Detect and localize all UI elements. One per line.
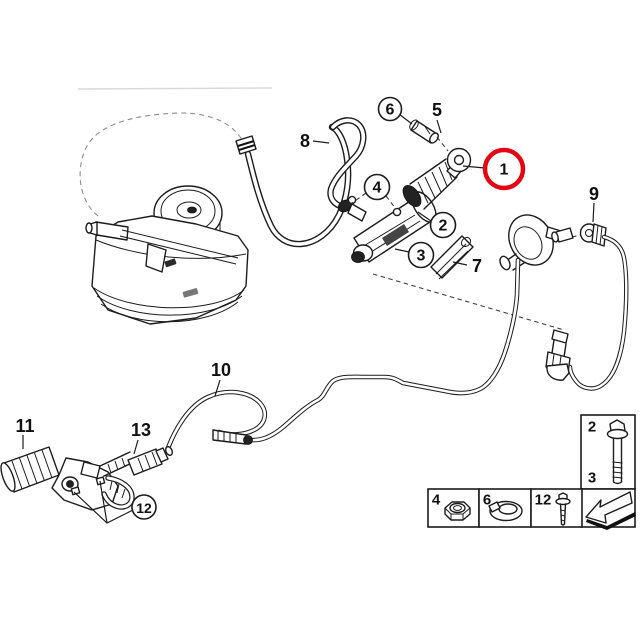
hose-clamp-upper	[95, 476, 106, 486]
hose-clamp-icon	[488, 500, 523, 522]
callout-2-number[interactable]: 2	[439, 218, 448, 235]
callout-6[interactable]: 6	[377, 96, 403, 122]
flange-screw-icon	[555, 492, 571, 526]
pressure-hose-right	[567, 234, 629, 391]
callout-1-red-ring[interactable]	[482, 147, 526, 191]
slave-body	[51, 457, 119, 511]
callout-5-number[interactable]: 5	[432, 100, 442, 120]
clevis	[446, 147, 472, 179]
piston-detail	[382, 224, 409, 246]
pipe-coupling-stub	[212, 429, 253, 445]
callout-6-number[interactable]: 6	[386, 102, 395, 119]
slave-cylinder-11	[0, 446, 135, 511]
callout-13-number[interactable]: 13	[131, 420, 151, 440]
pipe-alignment-dash	[372, 273, 565, 331]
legend: 2 3 4 6	[427, 414, 636, 530]
callout-1-number[interactable]: 1	[500, 162, 509, 179]
callout-4[interactable]: 4	[363, 173, 391, 201]
callout-4-number[interactable]: 4	[373, 180, 382, 197]
faint-streak	[77, 87, 273, 90]
tank-bracket	[119, 229, 239, 265]
union-fitting-9	[579, 223, 607, 247]
routing-construction-line	[79, 112, 244, 217]
legend-nut-label: 4	[432, 492, 441, 509]
bulkhead-grommet	[499, 214, 562, 271]
legend-clamp-label: 6	[483, 492, 491, 509]
legend-bolt-bottom-label: 3	[588, 470, 596, 487]
mounting-stud-left	[347, 195, 357, 205]
cap-center-mark	[187, 206, 197, 214]
fluid-reservoir	[85, 185, 249, 325]
supply-hose-8	[235, 117, 367, 248]
mounting-stud-right	[392, 207, 402, 217]
bleeder-stub	[551, 227, 574, 243]
hex-nut-icon	[444, 501, 471, 521]
tank-mark-min	[164, 258, 177, 268]
callout-3-number[interactable]: 3	[417, 248, 426, 265]
callout-1[interactable]: 1	[482, 147, 526, 191]
legend-bolt-box	[580, 414, 636, 490]
legend-bolt-top-label: 2	[588, 419, 596, 436]
tank-ridges	[93, 287, 245, 323]
callout-12[interactable]: 12	[131, 494, 157, 520]
pin-alignment-dash	[436, 136, 449, 152]
callout-11-number[interactable]: 11	[15, 416, 34, 436]
elbow-fitting	[545, 329, 571, 381]
flange-bolt-icon	[606, 419, 629, 485]
callout-3[interactable]: 3	[407, 241, 435, 269]
legend-screw-label: 12	[535, 492, 552, 509]
supply-port	[347, 203, 367, 222]
bracket-7	[430, 235, 474, 280]
legend-screw-box	[530, 488, 583, 528]
reservoir-tank	[91, 215, 249, 325]
callout-2[interactable]: 2	[429, 211, 457, 239]
front-cap	[351, 251, 365, 263]
callout-12-number[interactable]: 12	[136, 500, 152, 516]
callout-9-number[interactable]: 9	[589, 184, 599, 204]
quick-connector-13	[127, 446, 174, 476]
leader-lines	[22, 113, 595, 524]
callout-8-number[interactable]: 8	[300, 131, 310, 151]
direction-arrow-icon	[585, 491, 636, 530]
clevis-pin	[409, 119, 439, 144]
callout-7-number[interactable]: 7	[472, 256, 482, 276]
tank-mark-logo	[182, 288, 199, 298]
callout-10-number[interactable]: 10	[211, 360, 231, 380]
pressure-pipe-10	[165, 257, 521, 451]
dust-boot	[402, 158, 458, 210]
